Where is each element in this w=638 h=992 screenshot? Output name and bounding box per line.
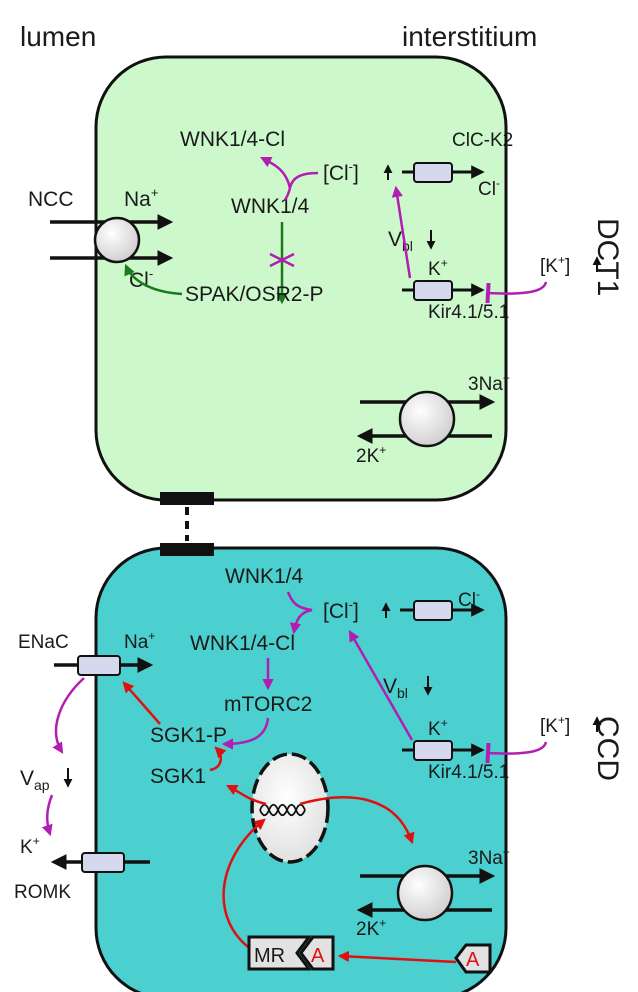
sgk1p-label: SGK1-P bbox=[150, 724, 227, 747]
a-bound-label: A bbox=[311, 945, 325, 967]
dct1-wnk-cl-label: WNK1/4-Cl bbox=[180, 128, 285, 151]
ccd-kir-channel bbox=[413, 740, 453, 761]
ccd-kir-label: Kir4.1/5.1 bbox=[428, 762, 509, 783]
dct1-cell bbox=[94, 55, 508, 502]
ccd-vbl-label: Vbl bbox=[383, 675, 408, 701]
ccd-3na-label: 3Na+ bbox=[468, 845, 510, 869]
spak-ncc-arrow bbox=[124, 263, 183, 296]
ccd-wnk-label: WNK1/4 bbox=[225, 565, 304, 588]
sgk1-phos-arrow bbox=[209, 746, 227, 772]
dct1-k-inhibit bbox=[485, 281, 548, 304]
ccd-cl-channel bbox=[413, 600, 453, 621]
dct1-na-k-pump bbox=[398, 390, 456, 448]
nucleus-sgk1-arrow bbox=[225, 784, 267, 806]
enac-channel bbox=[77, 655, 121, 676]
sgk1p-enac-arrow bbox=[122, 681, 161, 725]
ccd-2k-label: 2K+ bbox=[356, 916, 386, 940]
tight-junction-top bbox=[160, 492, 214, 505]
ccd-k-label: K+ bbox=[428, 716, 448, 740]
vap-k-arrow bbox=[41, 794, 54, 837]
nucleus-pump-arrow bbox=[299, 796, 415, 845]
mtorc2-label: mTORC2 bbox=[224, 693, 312, 716]
spak-label: SPAK/OSR2-P bbox=[185, 283, 324, 306]
ccd-na-k-pump bbox=[396, 864, 454, 922]
dct1-k-label: K+ bbox=[428, 256, 448, 280]
dct1-kir-label: Kir4.1/5.1 bbox=[428, 302, 509, 323]
enac-label: ENaC bbox=[18, 632, 69, 653]
dct1-block-x2-icon bbox=[269, 252, 295, 268]
dct1-wnk-label: WNK1/4 bbox=[231, 195, 310, 218]
a-free-label: A bbox=[466, 949, 480, 971]
ncc-label: NCC bbox=[28, 188, 74, 211]
sgk1-label: SGK1 bbox=[150, 765, 206, 788]
mr-receptor bbox=[247, 935, 312, 971]
romk-channel bbox=[81, 852, 125, 873]
enac-vap-arrow bbox=[52, 677, 85, 754]
dct1-cl-out-label: Cl- bbox=[478, 176, 500, 200]
dct1-vbl-label: Vbl bbox=[388, 228, 413, 254]
dct1-label: DCT1 bbox=[591, 218, 624, 296]
vap-label: Vap bbox=[20, 767, 50, 793]
dct1-kir-vbl-arrow bbox=[391, 185, 412, 279]
romk-label: ROMK bbox=[14, 882, 71, 903]
mr-nucleus-arrow bbox=[222, 818, 266, 952]
ccd-k-ext-label: [K+] bbox=[540, 713, 570, 737]
dna-icon-2 bbox=[259, 803, 306, 817]
clck2-channel bbox=[413, 162, 453, 183]
ccd-k-inhibit bbox=[485, 741, 548, 764]
ccd-na-label: Na+ bbox=[124, 629, 155, 653]
ccd-k-lumen-label: K+ bbox=[20, 834, 40, 858]
nucleus bbox=[250, 752, 330, 864]
aldosterone-free bbox=[454, 943, 492, 974]
aldosterone-arrow bbox=[337, 950, 457, 964]
ccd-wnk-cl-label: WNK1/4-Cl bbox=[190, 632, 295, 655]
mr-label: MR bbox=[254, 945, 285, 967]
dct1-na-label: Na+ bbox=[124, 185, 158, 211]
ccd-cl-out-label: Cl- bbox=[458, 587, 480, 611]
lumen-label: lumen bbox=[20, 21, 96, 52]
ccd-wnk-curve bbox=[286, 591, 313, 635]
dct1-wnk-curve bbox=[283, 187, 292, 201]
aldosterone-bound bbox=[299, 935, 335, 971]
dct1-k-ext-label: [K+] bbox=[540, 253, 570, 277]
dct1-3na-label: 3Na+ bbox=[468, 371, 510, 395]
dct1-kir-channel bbox=[413, 280, 453, 301]
mtorc2-sgk1-arrow bbox=[221, 717, 270, 750]
ccd-kir-vbl-arrow bbox=[348, 630, 414, 741]
ncc-transporter bbox=[93, 216, 141, 264]
dna-icon bbox=[259, 803, 306, 817]
ccd-label: CCD bbox=[591, 716, 624, 781]
tight-junction-bottom bbox=[160, 543, 214, 556]
interstitium-label: interstitium bbox=[402, 21, 537, 52]
dct1-2k-label: 2K+ bbox=[356, 443, 386, 467]
dct1-cl-int-label: [Cl-] bbox=[323, 159, 359, 185]
ccd-cl-int-label: [Cl-] bbox=[323, 597, 359, 623]
clck2-label: ClC-K2 bbox=[452, 130, 513, 151]
